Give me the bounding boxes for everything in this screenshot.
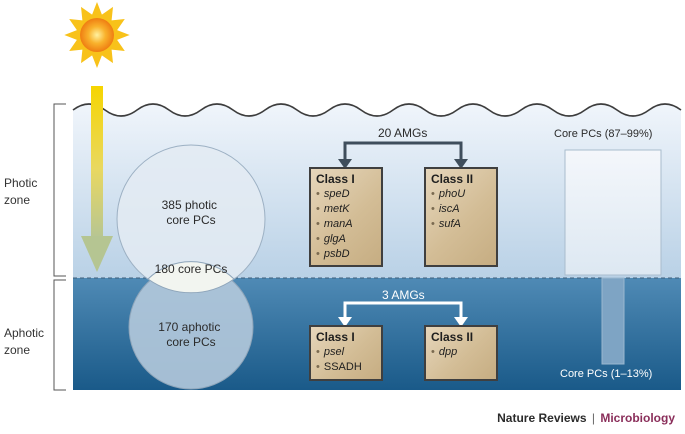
aphotic-bracket (53, 279, 66, 391)
photic-core-pcs-label: Core PCs (87–99%) (554, 128, 653, 140)
aphotic-core-pcs-bar (601, 277, 625, 365)
photic-core-label: 385 photic core PCs (162, 198, 221, 227)
water-surface (72, 103, 682, 117)
list-item: •SSADH (316, 361, 362, 373)
aphotic-core-pcs-label: Core PCs (1–13%) (560, 368, 653, 380)
list-item: •glgA (316, 233, 346, 245)
aphotic-core-label: 170 aphotic core PCs (158, 320, 223, 349)
list-item: •iscA (431, 203, 460, 215)
journal-credit: Nature Reviews | Microbiology (497, 411, 675, 425)
photic-class1-title: Class I (316, 172, 355, 186)
photic-bracket (53, 103, 66, 277)
photic-amg-count: 20 AMGs (378, 126, 428, 140)
list-item: •psel (316, 346, 345, 358)
aphotic-amg-connector (338, 301, 468, 327)
list-item: •metK (316, 203, 350, 215)
aphotic-class1-title: Class I (316, 330, 355, 344)
photic-class2-box: Class II •phoU •iscA •sufA (424, 167, 498, 267)
list-item: •sufA (431, 218, 461, 230)
list-item: •phoU (431, 188, 466, 200)
photic-amg-connector (338, 141, 468, 169)
sun-icon (64, 2, 130, 68)
aphotic-class1-box: Class I •psel •SSADH (309, 325, 383, 381)
aphotic-zone-label: Aphotic zone (4, 326, 45, 357)
list-item: •manA (316, 218, 353, 230)
aphotic-class2-box: Class II •dpp (424, 325, 498, 381)
list-item: •dpp (431, 346, 458, 358)
aphotic-amg-count: 3 AMGs (382, 288, 425, 302)
photic-class1-box: Class I •speD •metK •manA •glgA •psbD (309, 167, 383, 267)
list-item: •speD (316, 188, 350, 200)
photic-zone-label: Photic zone (4, 176, 38, 207)
overlap-region (147, 261, 235, 294)
photic-class2-title: Class II (431, 172, 474, 186)
aphotic-class2-title: Class II (431, 330, 474, 344)
sunlight-arrow-icon (81, 86, 113, 272)
photic-core-pcs-bar (564, 149, 662, 276)
overlap-label: 180 core PCs (155, 262, 228, 276)
list-item: •psbD (316, 248, 350, 260)
